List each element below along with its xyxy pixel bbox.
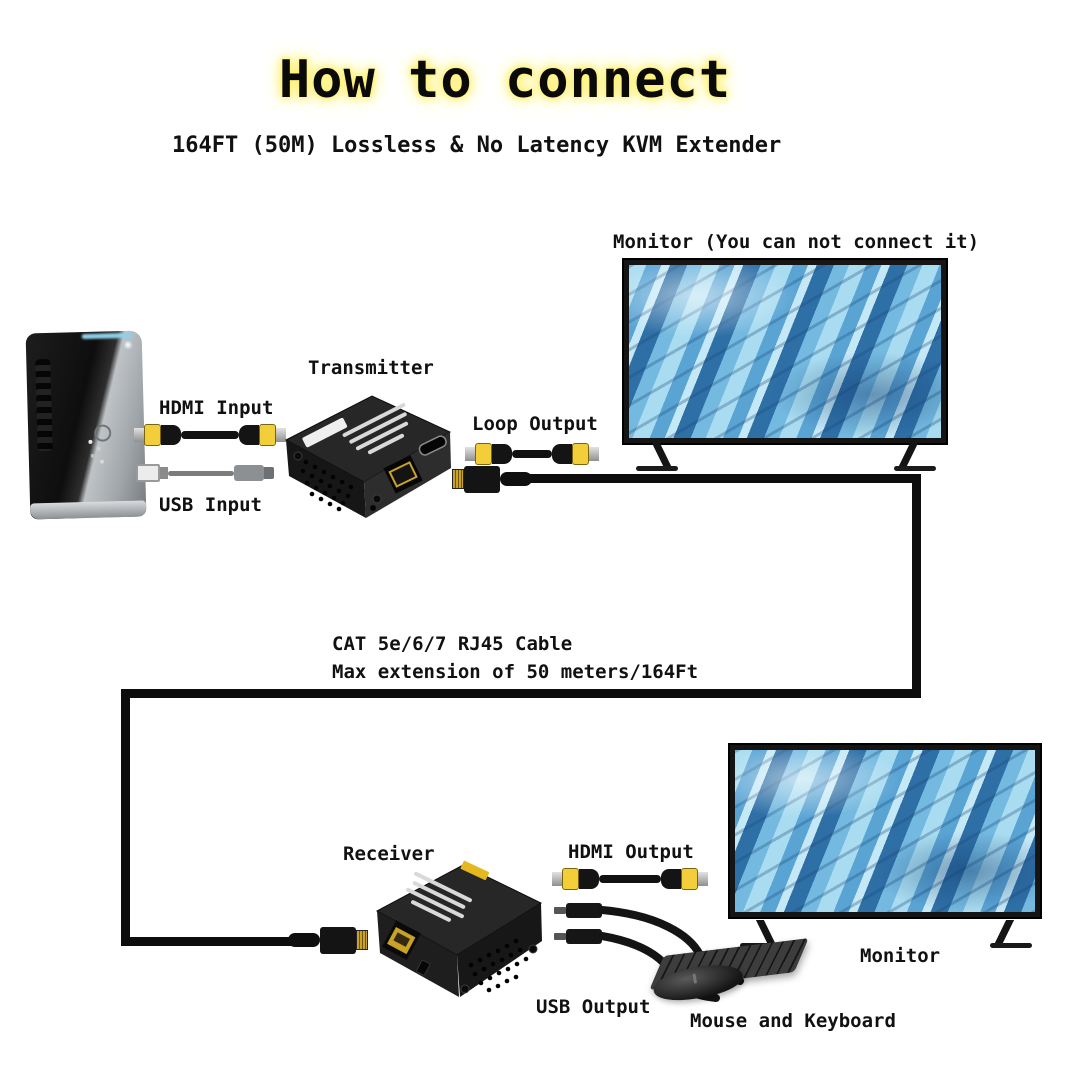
usb-plug-neck xyxy=(160,467,168,479)
receiver-top-print xyxy=(406,871,472,922)
hdmi-wire xyxy=(599,875,661,883)
receiver-yellow-sticker xyxy=(460,860,490,881)
hdmi-plug-body xyxy=(239,425,259,445)
monitor-top-image xyxy=(622,258,948,472)
hdmi-plug-body xyxy=(579,869,599,889)
usb-wire xyxy=(168,470,234,476)
transmitter-top-print xyxy=(342,403,409,455)
hdmi-plug-body xyxy=(492,444,512,464)
screw xyxy=(460,984,470,994)
hdmi-plug-body xyxy=(161,425,181,445)
monitor-bottom-image xyxy=(728,743,1042,949)
receiver-vents xyxy=(468,938,529,993)
receiver-rj45-plug xyxy=(288,926,368,954)
loop-rj45-plug xyxy=(452,465,532,493)
hdmi-plug-collar xyxy=(572,443,589,465)
monitor-leg xyxy=(897,443,919,468)
monitor-leg xyxy=(651,443,673,468)
monitor-top-screen xyxy=(629,265,941,438)
hdmi-plug-tip xyxy=(134,428,144,442)
page-title: How to connect xyxy=(278,50,732,110)
screw xyxy=(293,451,303,461)
cat-cable-segment-bottom xyxy=(121,937,301,946)
hdmi-plug-collar xyxy=(475,443,492,465)
cat-cable-segment-right xyxy=(912,474,921,698)
usb-plug xyxy=(136,464,160,482)
usb-plug xyxy=(234,465,264,481)
transmitter-vents xyxy=(300,459,354,512)
monitor-top-bezel xyxy=(622,258,948,445)
cat-cable-segment-top xyxy=(525,474,921,483)
hdmi-plug-tip xyxy=(552,872,562,886)
usb-plug xyxy=(566,929,602,944)
hdmi-output-label: HDMI Output xyxy=(568,841,694,863)
monitor-top-label: Monitor (You can not connect it) xyxy=(613,231,980,253)
hdmi-plug-collar xyxy=(681,868,698,890)
hdmi-plug-tip xyxy=(465,447,475,461)
monitor-foot xyxy=(894,466,936,471)
transmitter-hdmi-port xyxy=(418,435,447,456)
hdmi-input-label: HDMI Input xyxy=(159,397,274,419)
receiver-usb-port xyxy=(416,959,431,976)
hdmi-plug-tip xyxy=(589,447,599,461)
monitor-leg xyxy=(993,920,1015,945)
pc-tower-image xyxy=(25,330,147,520)
mouse-keyboard-label: Mouse and Keyboard xyxy=(690,1010,896,1032)
monitor-bottom-label: Monitor xyxy=(860,945,941,967)
transmitter-label: Transmitter xyxy=(308,357,434,379)
hdmi-output-cable xyxy=(552,866,708,892)
hdmi-plug-collar xyxy=(259,424,276,446)
pc-base xyxy=(30,500,147,520)
hdmi-wire xyxy=(512,450,552,458)
rj45-body xyxy=(464,465,500,493)
hdmi-input-cable xyxy=(134,422,286,448)
monitor-foot xyxy=(990,943,1032,948)
power-jack xyxy=(369,504,377,512)
monitor-bottom-screen xyxy=(735,750,1035,912)
usb-input-label: USB Input xyxy=(159,494,262,516)
screw xyxy=(372,494,382,504)
cat-cable-segment-left xyxy=(121,689,130,946)
receiver-box-image xyxy=(375,860,543,997)
rj45-boot xyxy=(500,472,532,486)
transmitter-box-image xyxy=(284,395,452,518)
usb-plug xyxy=(566,903,602,918)
usb-plug-tip xyxy=(554,933,566,940)
usb-output-label: USB Output xyxy=(536,996,651,1018)
loop-output-hdmi-cable xyxy=(465,441,599,467)
hdmi-wire xyxy=(181,431,239,439)
rj45-contacts xyxy=(356,930,368,950)
hdmi-plug-body xyxy=(661,869,681,889)
screw xyxy=(528,944,538,954)
usb-input-cable xyxy=(136,462,274,484)
monitor-foot xyxy=(636,466,678,471)
usb-plug-tip xyxy=(554,907,566,914)
receiver-label: Receiver xyxy=(343,843,435,865)
page-subtitle: 164FT (50M) Lossless & No Latency KVM Ex… xyxy=(172,133,782,158)
cat-cable-segment-middle xyxy=(121,689,921,698)
rj45-boot xyxy=(288,933,320,947)
loop-output-label: Loop Output xyxy=(472,413,598,435)
monitor-bottom-bezel xyxy=(728,743,1042,919)
usb-plug-tip xyxy=(264,467,274,479)
receiver-rj45-port xyxy=(382,920,421,960)
hdmi-plug-collar xyxy=(562,868,579,890)
cat-cable-note-line2: Max extension of 50 meters/164Ft xyxy=(332,661,699,683)
cat-cable-note-line1: CAT 5e/6/7 RJ45 Cable xyxy=(332,633,573,655)
transmitter-rj45-port xyxy=(383,455,423,494)
pc-vent xyxy=(35,358,53,452)
rj45-contacts xyxy=(452,469,464,489)
hdmi-plug-tip xyxy=(698,872,708,886)
hdmi-plug-tip xyxy=(276,428,286,442)
hdmi-plug-collar xyxy=(144,424,161,446)
rj45-body xyxy=(320,926,356,954)
hdmi-plug-body xyxy=(552,444,572,464)
